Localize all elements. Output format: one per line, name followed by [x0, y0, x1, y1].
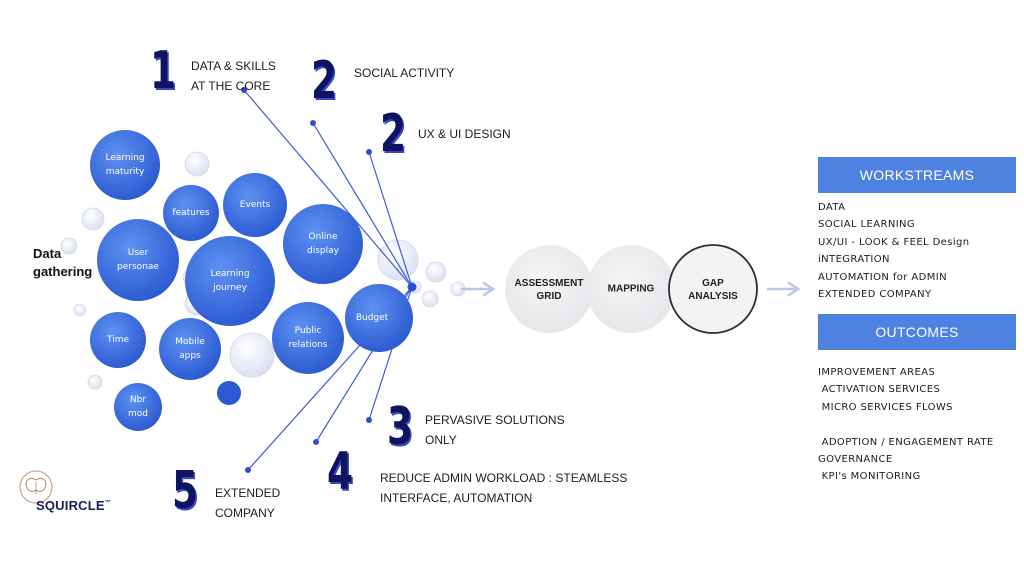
- trademark-mark: ™: [104, 500, 111, 506]
- phase-circle-mapping: [587, 245, 675, 333]
- data-gathering-heading: Data gathering: [33, 246, 93, 279]
- outcomes-header: OUTCOMES: [818, 314, 1016, 350]
- label-pervasive-solutions: PERVASIVE SOLUTIONS ONLY: [425, 413, 565, 447]
- bubble-public-relations: [272, 302, 344, 374]
- number-2-ux: 2: [380, 104, 406, 164]
- bubble-events: [223, 173, 287, 237]
- outcome-item: KPI's MONITORING: [818, 471, 921, 483]
- outcomes-list: IMPROVEMENT AREAS ACTIVATION SERVICES MI…: [818, 364, 994, 486]
- flow-arrows: [460, 281, 801, 297]
- number-2-social: 2: [311, 51, 337, 111]
- phase-circle-gap: [668, 244, 758, 334]
- workstream-item: AUTOMATION for ADMIN: [818, 271, 947, 283]
- workstream-item: DATA: [818, 202, 846, 213]
- outcome-item: MICRO SERVICES FLOWS: [818, 401, 953, 413]
- label-data-skills: DATA & SKILLS AT THE CORE: [191, 59, 276, 93]
- outcome-item: [818, 416, 994, 433]
- phase-label-gap-analysis: GAP ANALYSIS: [688, 278, 738, 302]
- outcome-item: ACTIVATION SERVICES: [818, 384, 941, 396]
- number-1: 1: [150, 41, 176, 101]
- outcome-item: GOVERNANCE: [818, 454, 893, 466]
- outcome-item: IMPROVEMENT AREAS: [818, 367, 936, 378]
- number-5: 5: [172, 461, 198, 521]
- label-social-activity: SOCIAL ACTIVITY: [354, 66, 455, 80]
- workstream-item: UX/UI - LOOK & FEEL Design: [818, 236, 970, 248]
- leader-dots: [241, 87, 417, 473]
- bubble-user-personae: [97, 219, 179, 301]
- phase-circle-assessment: [505, 245, 593, 333]
- logo-text: SQUIRCLE: [36, 498, 105, 513]
- outcome-item: ADOPTION / ENGAGEMENT RATE: [818, 436, 994, 448]
- bubble-online-display: [283, 204, 363, 284]
- label-ux-ui-design: UX & UI DESIGN: [418, 127, 511, 141]
- phase-circles: [505, 244, 758, 334]
- phase-label-assessment-grid: ASSESSMENT GRID: [514, 278, 584, 302]
- squircle-logo-icon: [19, 470, 53, 504]
- number-4: 4: [327, 442, 353, 502]
- label-reduce-admin-workload: REDUCE ADMIN WORKLOAD : STEAMLESS INTERF…: [380, 471, 628, 505]
- workstream-item: SOCIAL LEARNING: [818, 219, 916, 231]
- workstreams-list: DATA SOCIAL LEARNING UX/UI - LOOK & FEEL…: [818, 199, 970, 303]
- bubble-mobile-apps: [159, 318, 221, 380]
- workstream-item: EXTENDED COMPANY: [818, 289, 932, 301]
- label-extended-company: EXTENDED COMPANY: [215, 486, 281, 520]
- bubble-features: [163, 185, 219, 241]
- bubble-time: [90, 312, 146, 368]
- squircle-logo: SQUIRCLE™: [36, 498, 111, 513]
- bubble-cluster: [90, 130, 413, 431]
- bubble-budget: [345, 284, 413, 352]
- phase-label-mapping: MAPPING: [607, 283, 655, 295]
- bubble-learning-journey: [185, 236, 275, 326]
- number-3: 3: [387, 397, 413, 457]
- workstream-item: iNTEGRATION: [818, 254, 890, 266]
- workstreams-header: WORKSTREAMS: [818, 157, 1016, 193]
- bubble-nbr-mod: [114, 383, 162, 431]
- bubble-learning-maturity: [90, 130, 160, 200]
